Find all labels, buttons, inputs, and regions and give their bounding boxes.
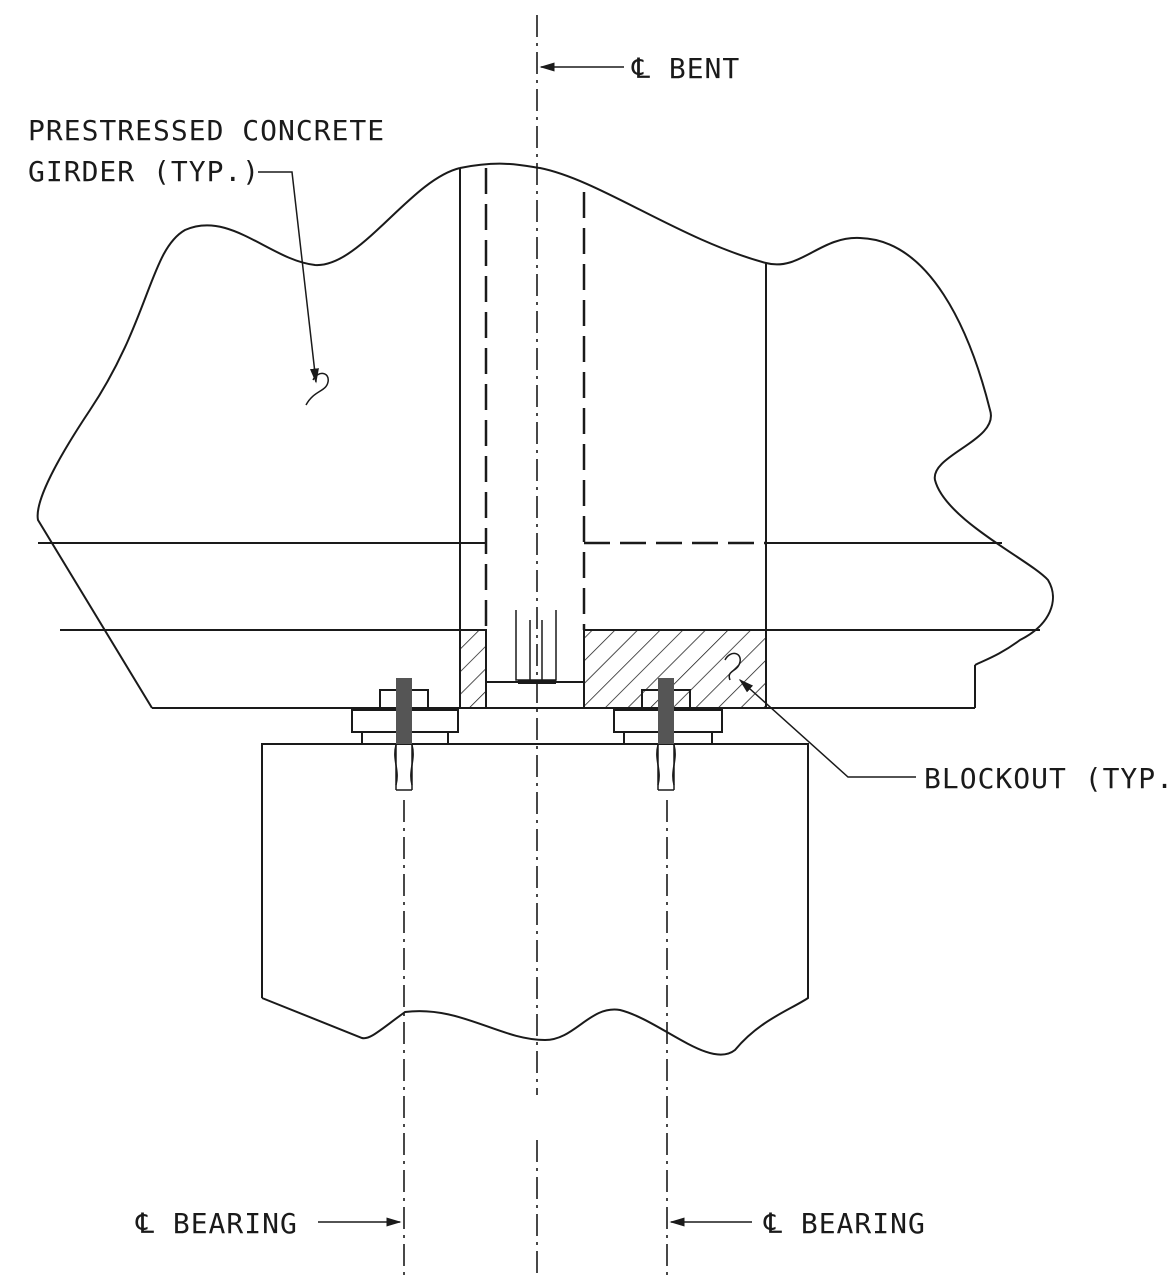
label-girder-line2: GIRDER (TYP.) (28, 155, 260, 188)
dowel-pocket (515, 610, 557, 681)
blockout-left (459, 629, 487, 709)
label-blockout: BLOCKOUT (TYP.) (924, 762, 1176, 795)
leader-girder (258, 171, 319, 384)
label-cl-bearing-right: ℄ BEARING (763, 1207, 926, 1240)
girder-left-outline (36, 167, 461, 709)
blockout-right (583, 629, 767, 709)
label-girder-line1: PRESTRESSED CONCRETE (28, 114, 385, 147)
bent-cap-outline (261, 743, 809, 1056)
blockout-concrete-symbol (724, 652, 741, 681)
girder-concrete-symbol (305, 372, 329, 406)
anchor-bolt-right (641, 678, 691, 791)
label-cl-bearing-left: ℄ BEARING (135, 1207, 298, 1240)
anchor-bolt-left (379, 678, 429, 791)
girder-right-breakline (459, 162, 1054, 666)
leader-blockout (738, 678, 916, 778)
label-cl-bent: ℄ BENT (631, 52, 740, 85)
